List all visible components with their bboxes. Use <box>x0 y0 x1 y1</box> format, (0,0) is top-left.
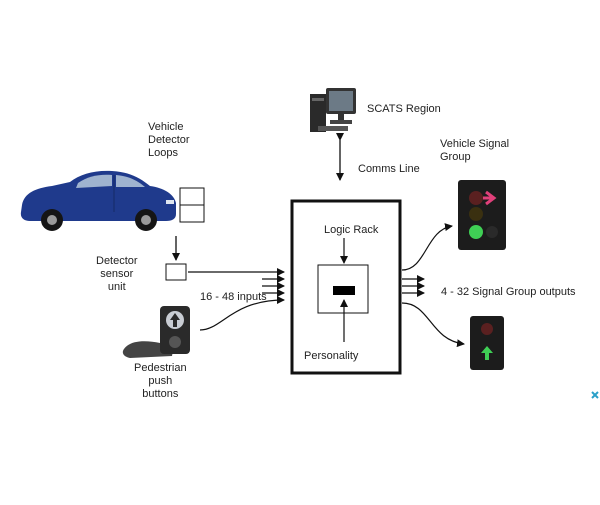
detector-sensor-unit-label: Detector sensor unit <box>96 255 138 293</box>
comms-line-label: Comms Line <box>358 163 420 175</box>
output-lines <box>401 223 465 348</box>
computer-icon <box>310 88 356 132</box>
outputs-label: 4 - 32 Signal Group outputs <box>441 286 576 298</box>
personality-label: Personality <box>304 350 359 362</box>
vehicle-signal-icon <box>458 180 506 250</box>
scats-region-label: SCATS Region <box>367 103 441 115</box>
car-icon <box>20 170 176 231</box>
detector-loop-icon <box>179 187 205 223</box>
pedestrian-button-icon <box>122 306 190 358</box>
input-lines <box>188 268 285 331</box>
sensor-unit-icon <box>165 263 187 281</box>
cross-mark-icon <box>591 391 599 399</box>
inputs-label: 16 - 48 inputs <box>200 291 267 303</box>
pedestrian-push-buttons-label: Pedestrian push buttons <box>134 362 187 400</box>
vehicle-signal-group-label: Vehicle Signal Group <box>440 138 510 163</box>
logic-rack-label: Logic Rack <box>324 224 379 236</box>
pedestrian-signal-icon <box>470 316 504 370</box>
vehicle-detector-loops-label: Vehicle Detector Loops <box>148 121 190 159</box>
logic-rack-chip <box>333 286 355 295</box>
